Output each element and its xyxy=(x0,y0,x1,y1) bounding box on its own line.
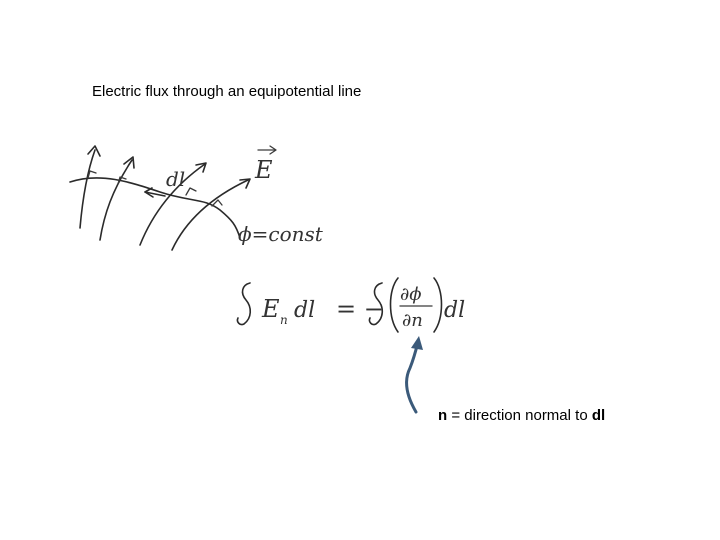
pointer-arrowhead xyxy=(411,336,423,350)
field-line-2-arrowhead xyxy=(123,156,135,169)
dl-arrow xyxy=(144,191,166,197)
e-field-label: E xyxy=(254,156,273,184)
field-line-3 xyxy=(139,163,206,246)
note-text: = direction normal to xyxy=(447,407,592,424)
pointer-arrow xyxy=(405,340,420,414)
symbol-dl: dl xyxy=(591,407,606,424)
field-line-4 xyxy=(171,179,249,251)
eq-E: E xyxy=(261,295,280,323)
symbol-n: n xyxy=(438,407,448,424)
eq-dl-rhs: dl xyxy=(444,298,465,323)
right-angle-markers xyxy=(87,170,223,207)
eq-sub-n: n xyxy=(280,313,288,327)
field-line-4-arrowhead xyxy=(239,178,251,189)
eq-denominator: ∂n xyxy=(402,310,423,331)
flux-equation: E n dl = − ∂ϕ ∂n dl xyxy=(236,277,465,333)
dl-label: dl xyxy=(166,167,185,191)
integral-sign-2 xyxy=(368,282,384,326)
paren-left xyxy=(389,277,399,333)
eq-equals: = − xyxy=(336,295,384,323)
equipotential-line xyxy=(69,177,241,239)
field-line-1 xyxy=(79,149,96,229)
field-line-3-arrowhead xyxy=(195,162,207,173)
field-lines xyxy=(79,145,251,251)
eq-dl-lhs: dl xyxy=(294,298,315,323)
field-line-2 xyxy=(99,159,133,241)
paren-right xyxy=(433,277,443,333)
eq-numerator: ∂ϕ xyxy=(400,284,422,305)
normal-direction-note: n = direction normal to dl xyxy=(438,407,605,424)
integral-sign-1 xyxy=(236,282,252,326)
field-line-1-arrowhead xyxy=(87,145,101,157)
phi-const-label: ϕ=const xyxy=(238,222,324,246)
slide-title: Electric flux through an equipotential l… xyxy=(92,83,362,100)
dl-arrowhead xyxy=(144,187,154,198)
e-vector-arrow xyxy=(257,145,277,155)
